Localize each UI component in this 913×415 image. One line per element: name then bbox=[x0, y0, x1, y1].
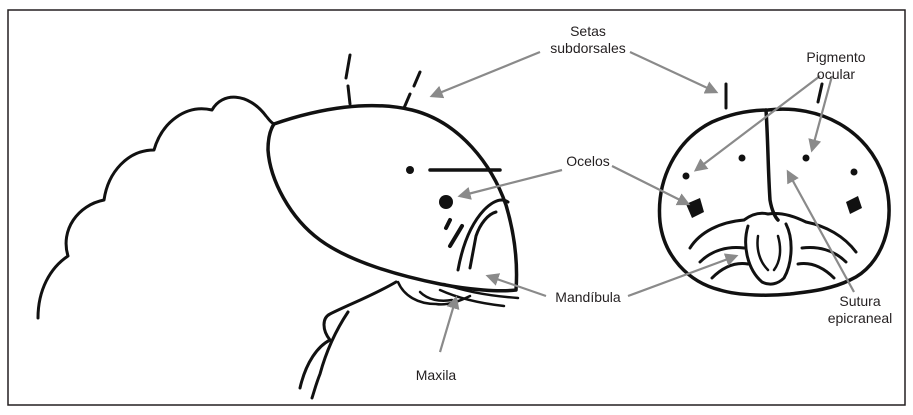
ocellus-dash-2 bbox=[450, 226, 462, 246]
arrow-maxila bbox=[440, 298, 456, 352]
ocellus-dash-1 bbox=[446, 220, 450, 228]
arrow-ocelos-frontal bbox=[612, 166, 688, 204]
maxilla-lateral bbox=[398, 282, 470, 304]
body-outline bbox=[38, 97, 274, 318]
mouthparts bbox=[458, 200, 508, 270]
arrow-setas-lateral bbox=[432, 52, 540, 96]
ocellus-large bbox=[439, 195, 453, 209]
neck-line bbox=[300, 282, 396, 388]
label-maxila: Maxila bbox=[416, 367, 457, 383]
arrow-sutura bbox=[788, 172, 854, 292]
labrum bbox=[470, 212, 496, 268]
pigment-spot-1 bbox=[683, 173, 690, 180]
label-setas-line1: Setas bbox=[570, 23, 606, 39]
frontal-labrum bbox=[746, 224, 791, 284]
frontal-mouthparts bbox=[690, 213, 856, 252]
lateral-view bbox=[38, 55, 518, 398]
seta-1 bbox=[346, 55, 350, 104]
neck-line-2 bbox=[312, 312, 348, 398]
frontal-seta-2 bbox=[818, 84, 822, 102]
frontal-labrum-inner bbox=[757, 236, 780, 270]
seta-2 bbox=[404, 72, 420, 108]
pigment-spot-3 bbox=[803, 155, 810, 162]
frontal-mandible-left bbox=[700, 248, 748, 278]
pigment-spot-4 bbox=[851, 169, 858, 176]
label-ocelos: Ocelos bbox=[566, 153, 610, 169]
label-mandibula: Mandíbula bbox=[555, 289, 621, 305]
head-capsule bbox=[268, 106, 517, 291]
arrow-setas-frontal bbox=[630, 52, 716, 92]
label-sutura-line2: epicraneal bbox=[828, 310, 893, 326]
label-sutura-line1: Sutura bbox=[839, 293, 880, 309]
ocellus-small bbox=[406, 166, 414, 174]
label-pigmento-line1: Pigmento bbox=[806, 49, 865, 65]
label-setas-line2: subdorsales bbox=[550, 40, 626, 56]
label-pigmento-line2: ocular bbox=[817, 66, 855, 82]
pigment-spot-2 bbox=[739, 155, 746, 162]
labels: Setas subdorsales Pigmento ocular Ocelos… bbox=[416, 23, 893, 383]
frontal-view bbox=[659, 84, 889, 295]
arrow-ocelos-lateral bbox=[460, 170, 562, 196]
frontal-ocellus-left bbox=[686, 198, 704, 218]
arrow-pigmento-left bbox=[696, 76, 820, 170]
frontal-ocellus-right bbox=[846, 196, 862, 214]
epicranial-suture bbox=[766, 110, 778, 220]
